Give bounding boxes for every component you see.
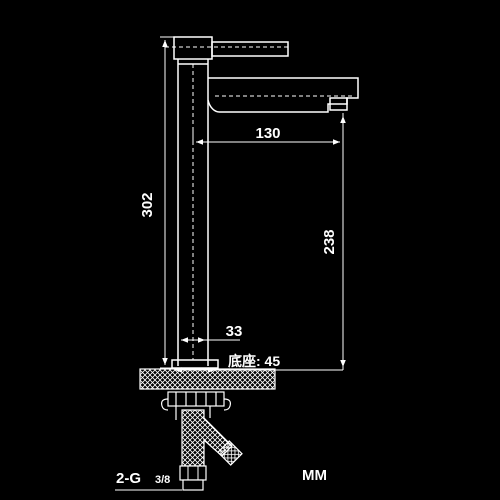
dim-238-label: 238 xyxy=(321,229,338,254)
aerator xyxy=(329,97,348,111)
base-dimension-label: 底座: 45 xyxy=(228,353,280,369)
handle-cap xyxy=(173,36,213,60)
unit-label: MM xyxy=(302,467,327,484)
dim-130-label: 130 xyxy=(255,125,280,142)
dimension-lines xyxy=(115,36,346,491)
flex-hoses xyxy=(179,409,243,491)
mounting-assembly xyxy=(161,391,231,420)
hidden-lines xyxy=(165,46,352,360)
countertop-hatch xyxy=(139,368,276,390)
thread-main-label: 2-G xyxy=(116,470,141,487)
spout xyxy=(207,77,359,113)
dim-302-label: 302 xyxy=(139,192,156,217)
base-ring xyxy=(171,359,219,369)
dim-33-label: 33 xyxy=(226,323,243,340)
handle-lever xyxy=(211,41,289,57)
faucet-outline xyxy=(171,36,359,369)
thread-size-label: 3/8 xyxy=(155,474,170,486)
